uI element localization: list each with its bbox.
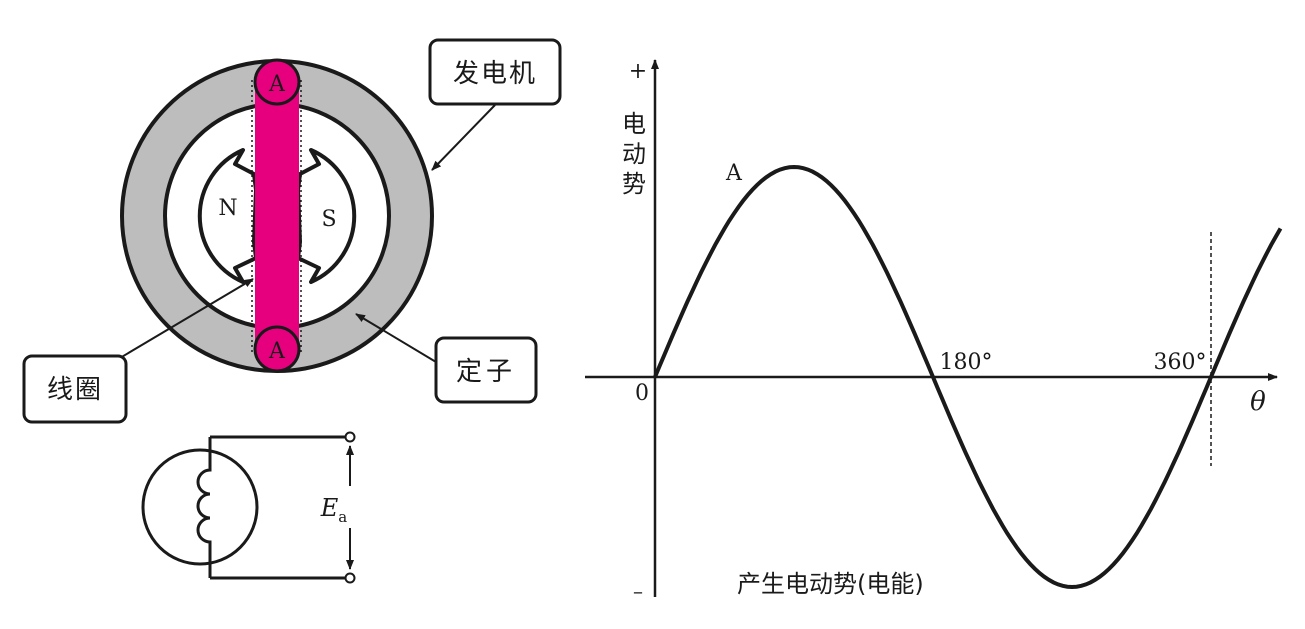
y-axis-minus-label: – [633, 579, 643, 603]
callout-stator-label: 定子 [456, 357, 516, 387]
callout-coil-box [22, 354, 128, 424]
coil-bar [255, 82, 299, 350]
pole-label-north: N [218, 196, 237, 221]
coil-end-bottom-label: A [268, 339, 286, 364]
emf-label: Ea [320, 494, 348, 526]
emf-graph: + – 电 动 势 0 180° 360° θ A 产生电动势(电能) [585, 59, 1283, 603]
north-pole-piece [197, 148, 258, 284]
coil-arrow [119, 278, 254, 359]
coil-end-top: A [253, 58, 301, 106]
stator-arrow [355, 313, 437, 363]
emf-sine-wave [653, 164, 1283, 590]
generator-arrow [431, 104, 496, 171]
y-axis-label-char-2: 动 [622, 140, 646, 168]
x-axis-label: θ [1250, 387, 1266, 417]
origin-label: 0 [635, 381, 649, 406]
generator-symbol-winding [196, 437, 212, 578]
callout-stator-box [434, 336, 538, 404]
graph-caption: 产生电动势(电能) [737, 570, 924, 598]
generator-symbol: Ea [141, 431, 356, 584]
callout-generator-box [428, 38, 562, 106]
generator-diagram: N S A A 发电机 线圈 定子 [22, 38, 562, 424]
tick-label-180: 180° [940, 350, 993, 375]
tick-label-360: 360° [1154, 350, 1207, 375]
terminal-bottom [344, 572, 356, 584]
y-axis-label-char-1: 电 [622, 110, 646, 138]
south-pole-piece [296, 148, 357, 284]
coil-end-bottom: A [253, 325, 301, 373]
generator-symbol-circle [141, 448, 259, 566]
emf-subscript: a [338, 508, 347, 526]
terminal-top [344, 431, 356, 443]
emf-symbol: E [320, 494, 339, 522]
y-axis-label-char-3: 势 [622, 170, 646, 198]
callout-coil-label: 线圈 [47, 375, 103, 405]
coil-end-top-label: A [268, 72, 286, 97]
callout-generator-label: 发电机 [453, 59, 537, 89]
pole-label-south: S [321, 207, 336, 232]
peak-label: A [725, 161, 743, 186]
y-axis-plus-label: + [629, 59, 647, 84]
